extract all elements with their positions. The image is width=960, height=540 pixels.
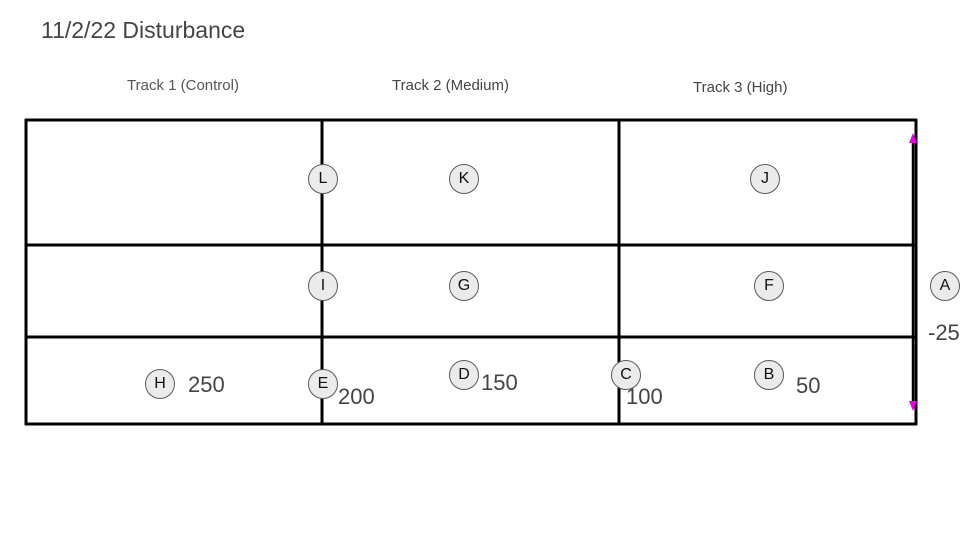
marker-l: L [308,164,338,194]
track-3-label: Track 3 (High) [693,79,788,96]
marker-d: D [449,360,479,390]
marker-k: K [449,164,479,194]
distance-arrow [909,133,917,411]
marker-c: C [611,360,641,390]
distance-50: 50 [796,373,821,398]
track-2-label: Track 2 (Medium) [392,77,509,94]
marker-b: B [754,360,784,390]
distance-150: 150 [481,370,518,395]
track-1-label: Track 1 (Control) [127,77,239,94]
marker-h: H [145,369,175,399]
distance-250: 250 [188,372,225,397]
distance-neg-25: -25 [928,320,960,345]
diagram-title: 11/2/22 Disturbance [41,17,246,43]
distance-100: 100 [626,384,663,409]
marker-e: E [308,369,338,399]
marker-f: F [754,271,784,301]
marker-a: A [930,271,960,301]
marker-j: J [750,164,780,194]
distance-200: 200 [338,384,375,409]
marker-g: G [449,271,479,301]
marker-i: I [308,271,338,301]
